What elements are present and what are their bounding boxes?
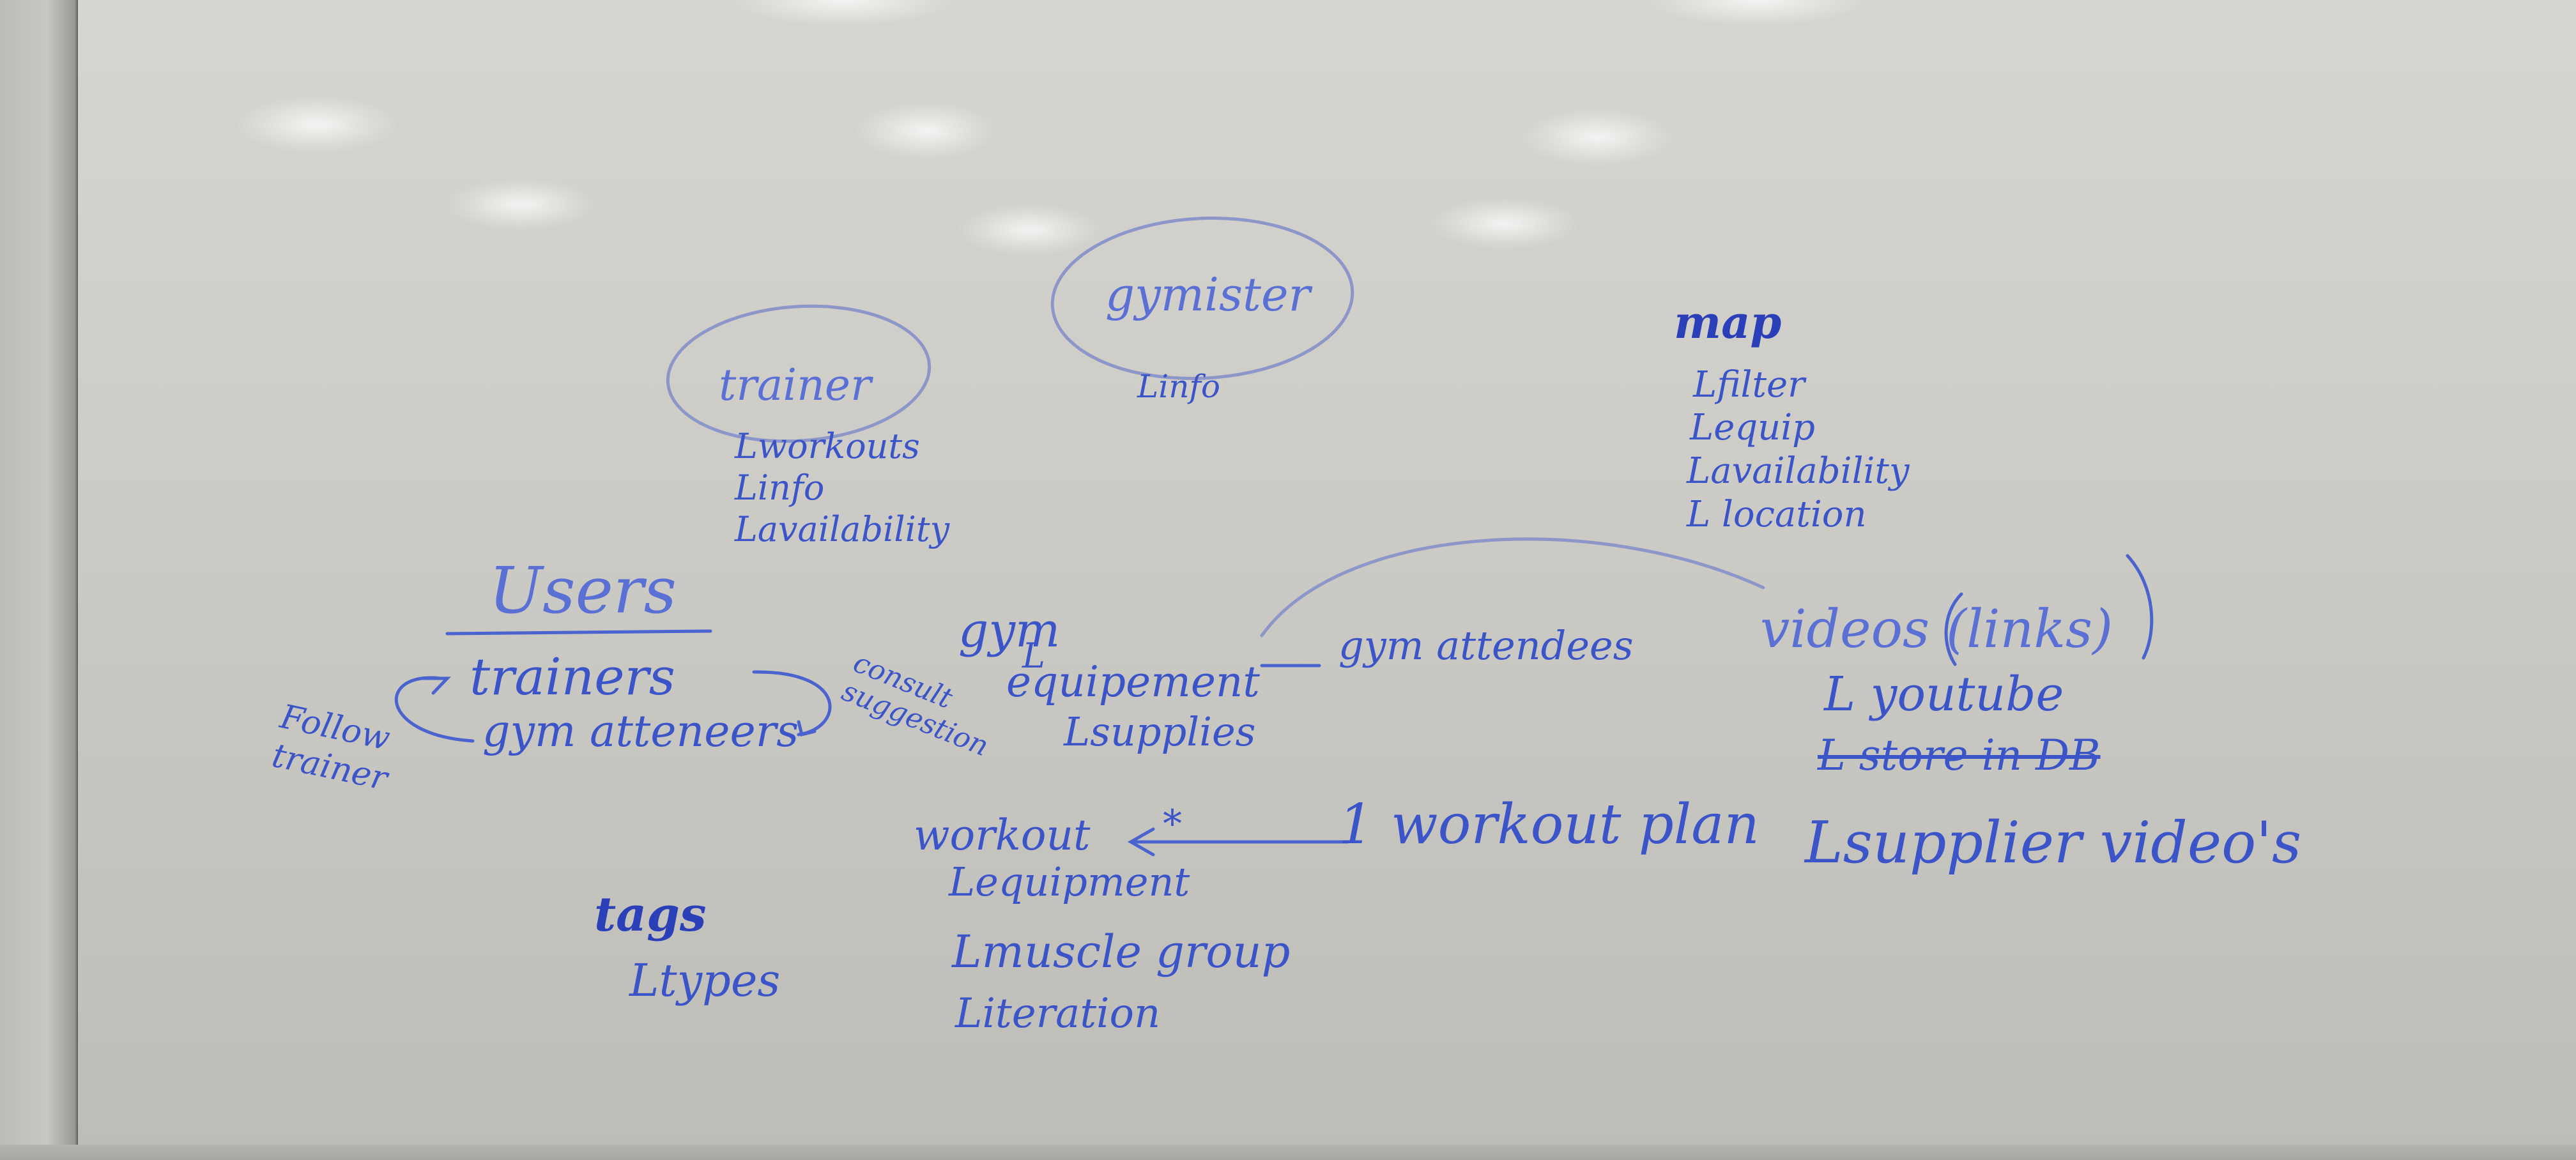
consult-suggestion-note: consult suggestion — [837, 646, 993, 763]
whiteboard-bottom-frame — [0, 1145, 2576, 1160]
whiteboard-left-frame — [0, 0, 78, 1160]
light-reflection — [958, 204, 1099, 256]
gym-item: equipement — [1006, 657, 1260, 706]
gym-item: Lsupplies — [1064, 708, 1256, 755]
gymister-item: Linfo — [1137, 368, 1221, 405]
workout-plan-label: 1 workout plan — [1338, 793, 1759, 857]
videos-paren-right — [2126, 554, 2154, 660]
trainer-title: trainer — [719, 360, 871, 411]
follow-trainer-note: Follow trainer — [268, 698, 394, 798]
map-item: Lfilter — [1693, 364, 1805, 406]
map-item: L location — [1687, 494, 1867, 535]
light-reflection — [447, 179, 594, 230]
light-reflection — [236, 96, 396, 153]
gymister-title: gymister — [1105, 268, 1310, 321]
users-item: trainers — [470, 647, 675, 706]
trainer-item: Lavailability — [735, 509, 950, 549]
light-reflection — [1648, 0, 1866, 26]
follow-arrowhead — [420, 676, 451, 695]
light-reflection — [735, 0, 952, 26]
map-title: map — [1674, 296, 1782, 349]
workout-item: Lequipment — [949, 859, 1190, 905]
workout-title: workout — [914, 811, 1091, 860]
workout-plan-arrowhead — [1127, 827, 1155, 857]
light-reflection — [1431, 198, 1578, 249]
videos-title: videos (links) — [1760, 599, 2113, 660]
gym-attendees-label: gym attendees — [1338, 622, 1634, 669]
light-reflection — [1521, 109, 1674, 166]
gym-to-videos-curve — [1260, 537, 1765, 637]
tags-title: tags — [594, 887, 707, 942]
users-title: Users — [489, 553, 677, 628]
trainer-item: Linfo — [735, 468, 825, 508]
videos-item-struck: L store in DB — [1818, 731, 2101, 780]
tags-item: Ltypes — [629, 954, 781, 1007]
map-item: Lavailability — [1687, 450, 1910, 492]
workout-arrow-mark: * — [1163, 802, 1182, 846]
videos-item: L youtube — [1824, 667, 2064, 722]
gym-item: L — [1022, 636, 1045, 676]
workout-item: Literation — [955, 990, 1161, 1037]
gym-title: gym — [958, 603, 1061, 658]
trainer-item: Lworkouts — [735, 426, 920, 466]
map-item: Lequip — [1690, 407, 1815, 448]
users-underline — [445, 629, 712, 636]
workout-item: Lmuscle group — [952, 926, 1291, 978]
light-reflection — [856, 102, 997, 160]
consult-arrowhead — [797, 720, 816, 737]
videos-item: Lsupplier video's — [1805, 809, 2302, 876]
users-item: gym atteneers — [482, 706, 799, 757]
